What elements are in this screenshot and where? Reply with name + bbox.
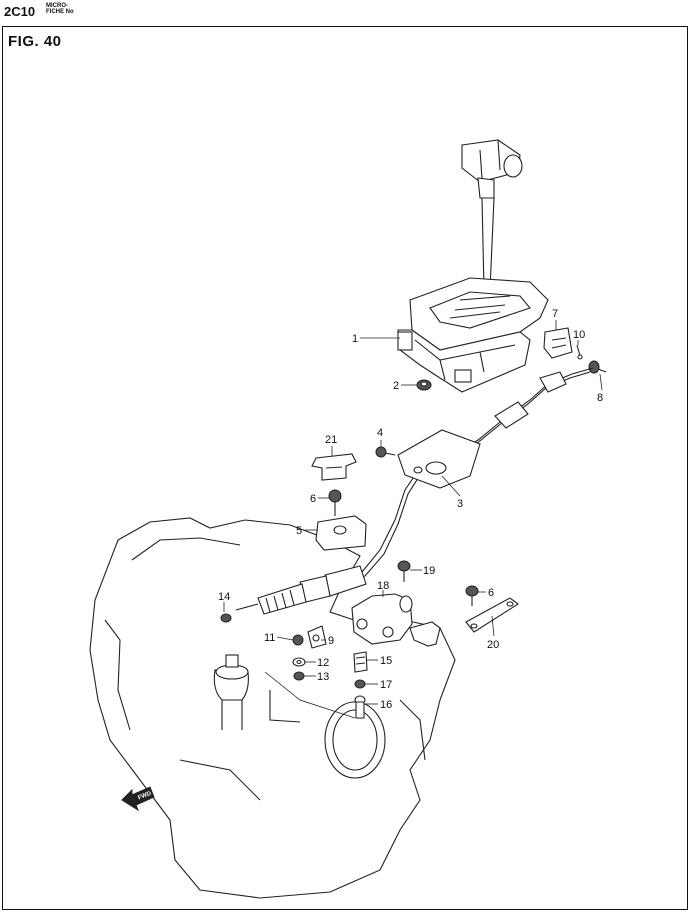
fwd-label: FWD — [137, 791, 153, 802]
plate-part-20 — [465, 597, 519, 633]
nut-part-13 — [293, 671, 305, 681]
callout-part-8: 8 — [597, 392, 603, 404]
callout-part-13: 13 — [317, 671, 329, 683]
callout-part-1: 1 — [352, 333, 358, 345]
callout-part-6-left: 6 — [310, 493, 316, 505]
washer-part-11 — [292, 634, 304, 646]
shift-lever-assembly — [397, 139, 549, 393]
bolt-part-8 — [588, 360, 607, 374]
microfiche-code: 2C10 — [4, 4, 36, 19]
bolt-part-6-right — [465, 585, 479, 606]
clip-part-7 — [543, 327, 573, 359]
pin-part-10 — [576, 344, 583, 360]
microfiche-caption-line2: FICHE No — [46, 9, 74, 15]
figure-title: FIG. 40 — [8, 33, 62, 50]
bolt-part-6-left — [328, 489, 342, 516]
nut-part-2 — [416, 379, 432, 391]
microfiche-caption: MICRO- FICHE No — [46, 3, 74, 15]
callout-part-3: 3 — [457, 498, 463, 510]
forward-direction-arrow: FWD — [121, 786, 155, 812]
stud-part-16 — [354, 695, 366, 719]
bolt-part-4 — [375, 446, 396, 458]
switch-part-18 — [351, 593, 441, 647]
callout-labels: 1 2 3 4 5 6 6 7 8 9 10 11 12 13 14 15 16… — [218, 308, 603, 711]
stud-part-15 — [353, 651, 368, 673]
callout-part-14: 14 — [218, 591, 230, 603]
bolt-part-19 — [397, 560, 411, 582]
nut-part-14 — [220, 613, 232, 623]
callout-part-6-right: 6 — [488, 587, 494, 599]
callout-part-19: 19 — [423, 565, 435, 577]
callout-part-17: 17 — [380, 679, 392, 691]
callout-part-18: 18 — [377, 580, 389, 592]
shift-cable — [235, 367, 594, 615]
figure-frame — [2, 26, 688, 910]
callout-part-5: 5 — [296, 525, 302, 537]
washer-part-17 — [354, 679, 366, 689]
callout-part-2: 2 — [393, 380, 399, 392]
transmission-housing — [89, 517, 456, 899]
callout-part-10: 10 — [573, 329, 585, 341]
bracket-part-9 — [307, 625, 327, 649]
callout-part-20: 20 — [487, 639, 499, 651]
callout-part-11: 11 — [264, 632, 275, 644]
microfiche-caption-line1: MICRO- — [46, 3, 68, 9]
washer-part-12 — [292, 657, 306, 667]
leader-lines — [223, 320, 603, 705]
callout-part-21: 21 — [325, 434, 337, 446]
clip-part-21 — [311, 453, 357, 481]
callout-part-15: 15 — [380, 655, 392, 667]
callout-part-7: 7 — [552, 308, 558, 320]
callout-part-9: 9 — [328, 635, 334, 647]
callout-part-12: 12 — [317, 657, 329, 669]
bracket-part-5 — [315, 515, 367, 551]
callout-part-16: 16 — [380, 699, 392, 711]
callout-part-4: 4 — [377, 427, 383, 439]
